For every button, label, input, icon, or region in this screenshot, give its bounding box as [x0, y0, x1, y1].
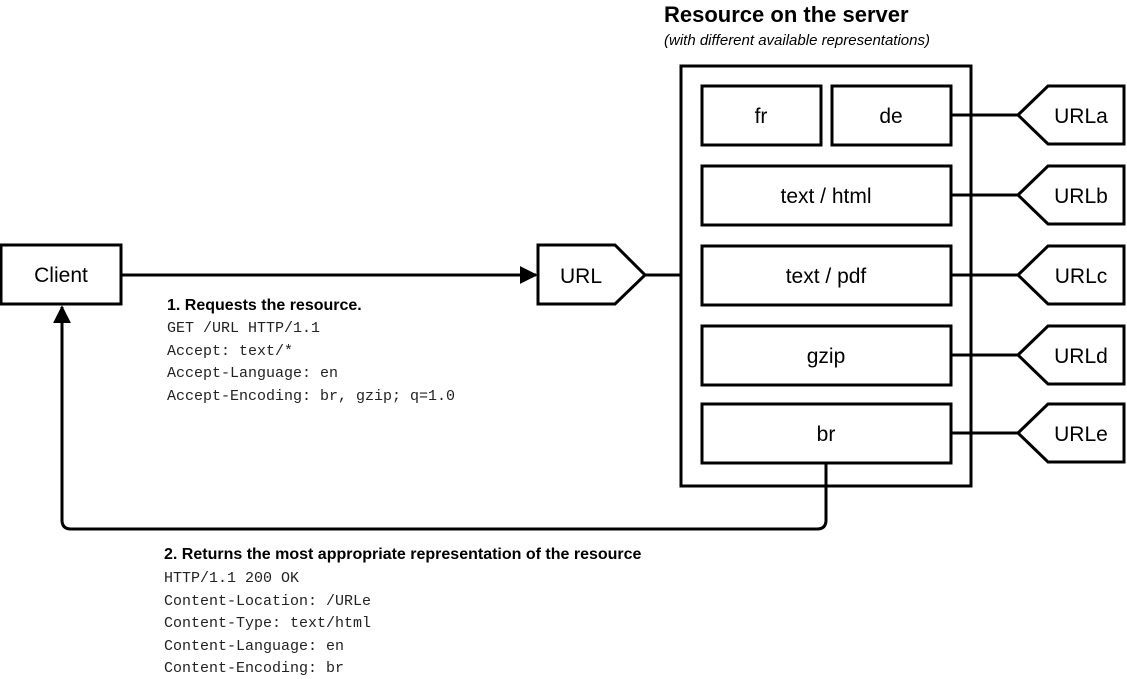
url-tag-e-label: URLe — [1054, 423, 1108, 446]
client-label: Client — [34, 264, 88, 287]
url-tag-request: URL — [536, 243, 648, 306]
request-line: GET /URL HTTP/1.1 — [167, 320, 320, 337]
url-tag-b-label: URLb — [1054, 185, 1108, 208]
request-line: Accept-Encoding: br, gzip; q=1.0 — [167, 388, 455, 405]
response-line: HTTP/1.1 200 OK — [164, 570, 299, 587]
representation-pdf-label: text / pdf — [786, 265, 867, 288]
response-line: Content-Type: text/html — [164, 615, 371, 632]
representation-gzip: gzip — [700, 324, 953, 387]
url-tag-a: URLa — [1015, 84, 1126, 146]
server-title: Resource on the server — [664, 2, 909, 27]
url-tag-b: URLb — [1015, 164, 1126, 226]
response-line: Content-Encoding: br — [164, 660, 344, 677]
response-line: Content-Language: en — [164, 638, 344, 655]
client-box: Client — [0, 243, 123, 306]
representation-fr-label: fr — [755, 105, 768, 128]
url-tag-c: URLc — [1015, 244, 1126, 306]
url-tag-a-label: URLa — [1054, 105, 1108, 128]
url-tag-c-label: URLc — [1055, 265, 1108, 288]
representation-de: de — [830, 84, 953, 147]
representation-gzip-label: gzip — [807, 345, 846, 368]
url-tag-d-label: URLd — [1054, 345, 1108, 368]
response-line: Content-Location: /URLe — [164, 593, 371, 610]
representation-html: text / html — [700, 164, 953, 227]
url-tag-request-label: URL — [560, 265, 602, 288]
url-tag-d: URLd — [1015, 324, 1126, 386]
request-line: Accept-Language: en — [167, 365, 338, 382]
representation-fr: fr — [700, 84, 823, 147]
url-tag-e: URLe — [1015, 402, 1126, 464]
response-title: 2. Returns the most appropriate represen… — [164, 546, 642, 563]
server-subtitle: (with different available representation… — [664, 32, 930, 49]
representation-html-label: text / html — [780, 185, 871, 208]
representation-br-label: br — [817, 423, 836, 446]
representation-pdf: text / pdf — [700, 244, 953, 307]
request-title: 1. Requests the resource. — [167, 297, 362, 314]
response-arrow — [53, 305, 828, 531]
representation-br: br — [700, 402, 953, 465]
request-line: Accept: text/* — [167, 343, 293, 360]
representation-de-label: de — [879, 105, 902, 128]
